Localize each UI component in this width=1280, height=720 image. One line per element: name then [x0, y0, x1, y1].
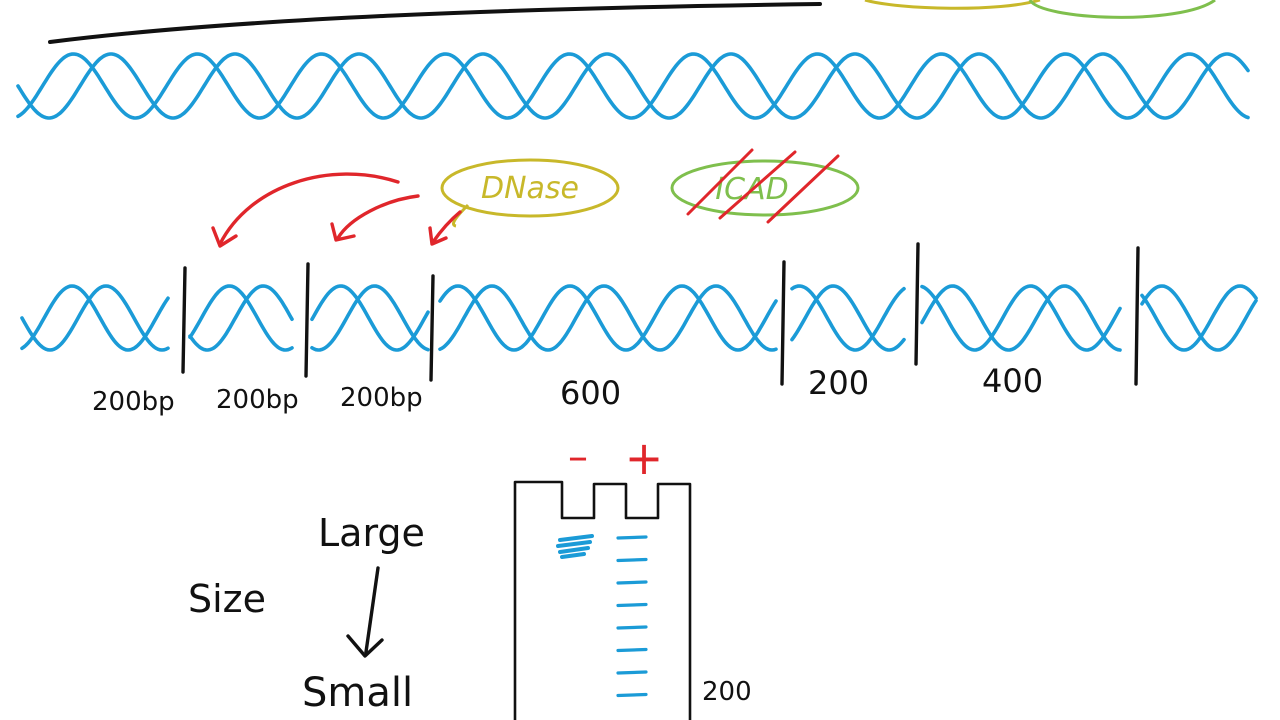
dna-fragment: 400 [920, 284, 1122, 400]
dnase-oval [440, 158, 620, 218]
ladder-band [616, 602, 648, 608]
fragment-strand-b [310, 284, 430, 352]
fragment-strand-a [20, 284, 170, 352]
ladder-band [616, 625, 648, 630]
gel-outline [513, 480, 692, 720]
fragment-size-label: 200bp [340, 383, 423, 413]
ladder-band [616, 535, 648, 540]
fragment-size-label: 200bp [92, 387, 175, 417]
sample-smear [556, 534, 594, 559]
fragment-strand-b [188, 284, 294, 352]
cut-arrow-3 [431, 210, 462, 244]
fragment-size-label: 200bp [216, 385, 299, 415]
fragment-strand-b [790, 284, 906, 352]
cut-arrow-1 [218, 172, 400, 246]
cut-site [304, 262, 310, 378]
ladder-band [616, 647, 648, 653]
intact-strand-b [16, 52, 1250, 120]
size-arrow [364, 566, 380, 654]
heading-underline [48, 2, 822, 44]
cut-site [780, 260, 786, 386]
icad-oval [670, 159, 860, 217]
dnase-text: DNase [481, 171, 579, 206]
fragment-size-label: 200 [808, 364, 869, 402]
size-small-label: Small [302, 670, 413, 716]
dna-fragment: 600 [438, 284, 778, 412]
cut-site [429, 274, 435, 382]
fragment-strand-a [310, 284, 430, 352]
cut-site [914, 242, 920, 366]
fragment-strand-a [1140, 284, 1258, 352]
fragment-strand-b [1140, 284, 1258, 352]
intact-dna-helix [16, 52, 1250, 120]
dna-fragment: 200bp [310, 284, 430, 413]
intact-strand-a [16, 52, 1250, 120]
cut-site [1134, 246, 1140, 386]
dna-fragment: 200bp [188, 284, 299, 415]
top-oval-yellow-partial [864, 0, 1041, 10]
ladder-band [616, 580, 648, 585]
cut-arrows [211, 172, 462, 248]
fragment-strand-b [20, 284, 170, 352]
fragment-strand-a [438, 284, 778, 352]
icad-label: ICAD [670, 148, 860, 224]
fragment-strand-b [920, 284, 1122, 352]
dnase-label: DNase [440, 158, 620, 228]
fragment-strand-b [438, 284, 778, 352]
cut-site [181, 266, 187, 374]
ladder-bottom-label: 200 [702, 677, 752, 707]
gel-positive-electrode: + [625, 431, 664, 485]
fragment-strand-a [188, 284, 294, 352]
ladder-lane [616, 535, 648, 698]
dna-fragment: 200bp [20, 284, 175, 417]
fragment-size-label: 600 [560, 374, 621, 412]
size-axis: Size Large Small [188, 511, 425, 716]
size-label: Size [188, 577, 266, 621]
ladder-band [616, 692, 648, 698]
ladder-band [616, 670, 648, 675]
top-oval-green-partial [1028, 0, 1216, 19]
fragment-size-label: 400 [982, 362, 1043, 400]
fragment-strand-a [920, 284, 1122, 352]
ladder-band [616, 557, 648, 563]
gel-negative-electrode: – [568, 434, 588, 480]
dnase-oval-tail [452, 203, 470, 228]
dna-fragment [1140, 284, 1258, 352]
dna-fragment: 200 [790, 284, 906, 402]
icad-strike-marks [686, 148, 840, 224]
cut-arrow-2 [336, 194, 420, 240]
gel: – + 200 [513, 431, 752, 720]
fragmented-dna: 200bp 200bp 200bp 600 200 400 [20, 242, 1258, 417]
size-large-label: Large [318, 511, 425, 555]
fragment-strand-a [790, 284, 906, 352]
